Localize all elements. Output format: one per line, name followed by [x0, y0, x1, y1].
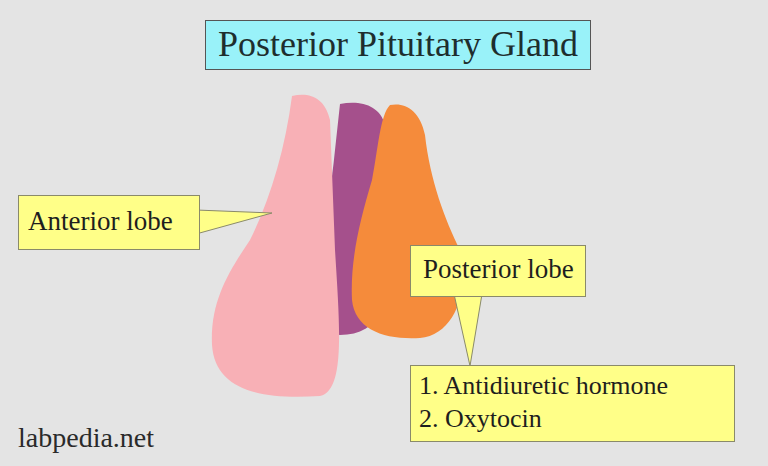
callout-box: Posterior lobe: [410, 245, 586, 297]
callout-label: Posterior lobe: [423, 251, 576, 289]
callout-pointer: [454, 294, 482, 366]
watermark: labpedia.net: [18, 422, 154, 454]
hormone-item: 1. Antidiuretic hormone: [419, 370, 726, 403]
hormone-list-box: 1. Antidiuretic hormone2. Oxytocin: [410, 365, 735, 442]
anterior-lobe-shape: [212, 95, 339, 397]
callout-box: Anterior lobe: [18, 195, 200, 250]
hormone-item: 2. Oxytocin: [419, 403, 726, 436]
callout-tail: [196, 210, 272, 234]
callout-label: Anterior lobe: [28, 203, 173, 241]
title-text: Posterior Pituitary Gland: [218, 23, 578, 65]
posterior-lobe-shape: [352, 104, 463, 338]
title-box: Posterior Pituitary Gland: [205, 20, 591, 70]
